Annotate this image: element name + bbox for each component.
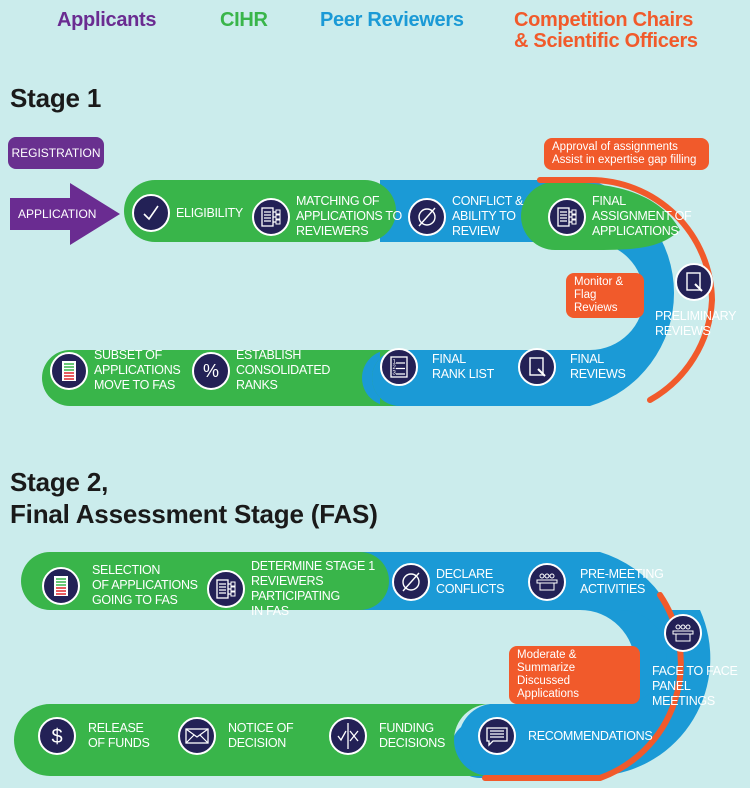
matching-diagram-icon bbox=[207, 570, 245, 608]
note-moderate: Moderate & Summarize Discussed Applicati… bbox=[509, 646, 640, 704]
stage2-green-bottom bbox=[14, 704, 490, 776]
registration-pill: REGISTRATION bbox=[8, 137, 104, 169]
conflict-slash-icon bbox=[408, 197, 446, 236]
legend-chairs: Competition Chairs & Scientific Officers bbox=[514, 9, 698, 52]
matching-diagram-icon bbox=[252, 197, 290, 236]
matching-diagram-icon bbox=[548, 197, 586, 236]
conflict-slash-icon bbox=[392, 563, 430, 601]
application-arrow bbox=[10, 183, 120, 245]
envelope-icon bbox=[178, 717, 216, 755]
review-document-icon bbox=[518, 348, 556, 386]
review-document-icon bbox=[675, 263, 713, 301]
dollar-icon bbox=[38, 717, 76, 755]
application-subset-icon bbox=[50, 351, 88, 390]
check-cross-icon bbox=[329, 717, 367, 755]
stage2-green-top bbox=[21, 552, 389, 610]
note-approval: Approval of assignments Assist in expert… bbox=[544, 138, 709, 170]
stage1-title: Stage 1 bbox=[10, 83, 102, 113]
stage2-title: Stage 2, Final Assessment Stage (FAS) bbox=[10, 467, 378, 529]
numbered-list-icon bbox=[380, 348, 418, 386]
panel-meeting-icon bbox=[528, 563, 566, 601]
speech-bubble-icon bbox=[478, 717, 516, 755]
panel-meeting-icon bbox=[664, 614, 702, 652]
application-label: APPLICATION bbox=[18, 207, 97, 221]
application-subset-icon bbox=[42, 566, 80, 605]
legend-peer-reviewers: Peer Reviewers bbox=[320, 9, 464, 31]
percent-icon bbox=[192, 351, 230, 390]
legend-cihr: CIHR bbox=[220, 9, 268, 31]
legend-applicants: Applicants bbox=[57, 9, 157, 31]
checkmark-icon bbox=[132, 194, 170, 232]
step-eligibility: ELIGIBILITY bbox=[132, 194, 243, 232]
note-monitor: Monitor & Flag Reviews bbox=[566, 273, 644, 318]
step-recommendations: RECOMMENDATIONS bbox=[478, 717, 653, 755]
